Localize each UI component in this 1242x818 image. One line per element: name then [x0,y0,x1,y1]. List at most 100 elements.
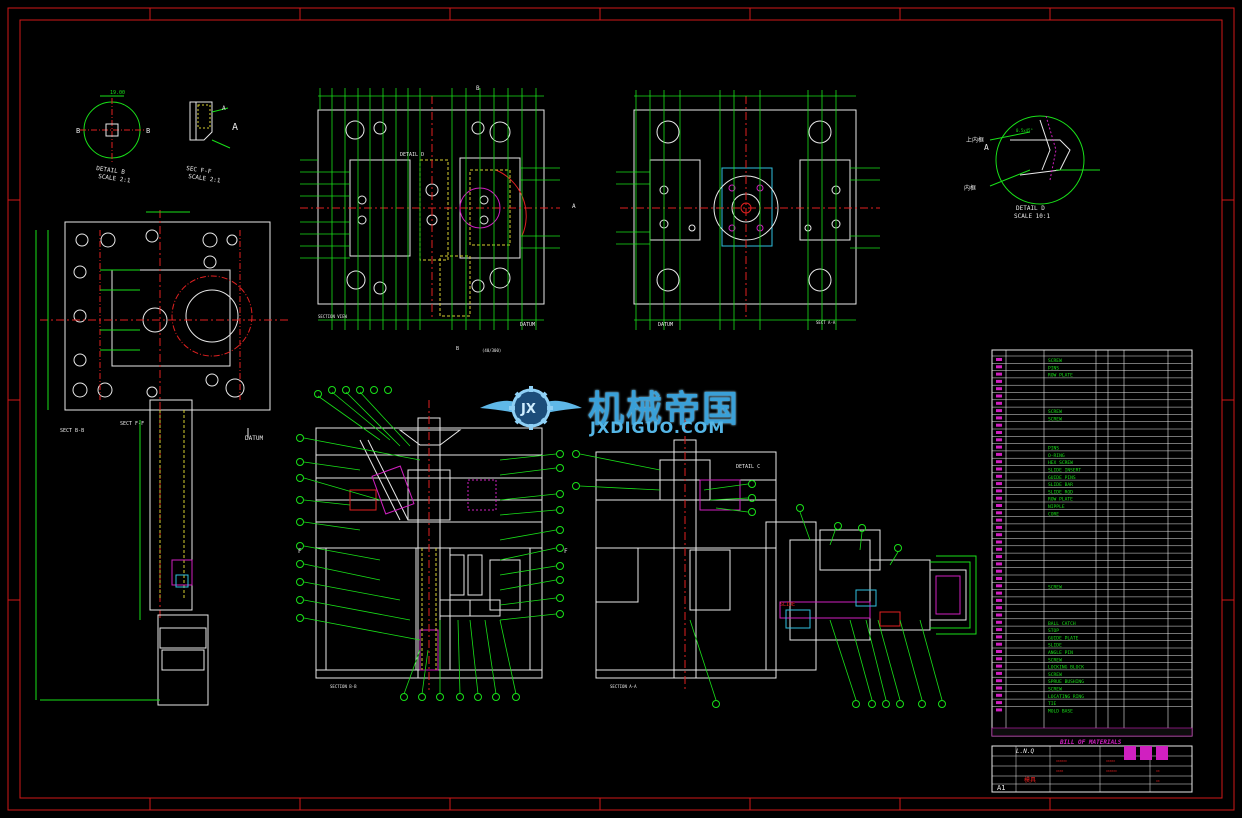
bom-item-description: GUIDE PLATE [1048,635,1079,641]
bom-row-marker [996,671,1002,675]
bom-row-marker [996,701,1002,705]
bom-row-marker [996,555,1002,559]
bom-row-marker [996,598,1002,602]
bom-item-description: CORE [1048,511,1059,517]
bom-row-marker [996,628,1002,632]
bom-row-marker [996,401,1002,405]
bom-row-marker [996,664,1002,668]
company-name: L.N.Q [1016,748,1034,755]
bom-row-marker [996,387,1002,391]
bom-row-marker [996,708,1002,712]
detail-d-scale: SCALE 10:1 [1014,213,1051,220]
bom-row-marker [996,562,1002,566]
svg-text:B: B [146,127,150,135]
svg-text:上内框: 上内框 [966,136,984,144]
bom-row-marker [996,438,1002,442]
bom-item-description: SCREW [1048,416,1062,422]
bom-item-description: SCREW [1048,584,1062,590]
section-ff-view: A A SEC F-F SCALE 2:1 [186,101,238,185]
bom-row-marker [996,365,1002,369]
svg-text:SLIDE: SLIDE [780,602,795,608]
detail-d-view: 0.5x45° 上内框 A 内框 DETAIL D SCALE 10:1 [964,115,1100,220]
bom-row-marker [996,693,1002,697]
detail-c-callout: DETAIL C [736,464,760,470]
bom-row-marker [996,358,1002,361]
bom-row-marker [996,372,1002,376]
svg-text:A: A [222,105,226,112]
bom-row-marker [996,525,1002,529]
svg-text:SECT A-A: SECT A-A [816,320,836,325]
bom-row-marker [996,650,1002,653]
datum-label-top: DATUM [520,322,535,328]
datum-label-right: DATUM [658,322,673,328]
cavity-plate-plan-view: DATUM SECT A-A [616,90,880,330]
bom-row-marker [996,423,1002,427]
section-ff-scale: SCALE 2:1 [188,173,222,185]
detail-b-label: DETAIL B [96,165,126,176]
svg-text:19.00: 19.00 [110,90,125,96]
svg-text:A: A [232,122,238,133]
bom-row-marker [996,474,1002,478]
bom-item-description: SLIDE [1048,643,1062,649]
bom-row-marker [996,394,1002,398]
bom-row-marker [996,635,1002,639]
bom-item-description: LOCATING RING [1048,694,1084,700]
sheet-size: A1 [997,784,1005,792]
bom-row-marker [996,467,1002,471]
detail-b-view: 19.00 B B DETAIL B SCALE 2:1 [76,90,150,185]
bom-title: BILL OF MATERIALS [1059,739,1122,746]
bom-row-marker [996,511,1002,515]
watermark-logo-letters: JX [520,402,536,417]
svg-text:SECTION B-B: SECTION B-B [330,684,357,689]
bom-item-description: STOP [1048,628,1059,634]
bom-row-marker [996,540,1002,544]
bom-item-description: LOCKING BLOCK [1048,665,1084,671]
svg-text:A: A [572,203,576,210]
bom-item-description: SLIDE BAR [1048,482,1073,488]
svg-text:XX: XX [1156,779,1160,783]
bom-row-marker [996,496,1002,500]
bom-row-marker [996,416,1002,420]
bom-row-marker [996,460,1002,464]
bom-row-marker [996,606,1002,610]
svg-text:XX: XX [1156,769,1160,773]
svg-text:SECTION VIEW: SECTION VIEW [318,314,347,319]
bom-item-description: ROW PLATE [1048,373,1073,379]
bom-row-marker [996,679,1002,683]
title-stamp: 模具 [1024,776,1036,784]
watermark-chinese-title: 机械帝国 [588,389,741,430]
bom-item-description: SCREW [1048,657,1062,663]
bom-row-marker [996,482,1002,486]
bom-row-marker [996,489,1002,493]
core-plate-plan-view: DETAIL D A B SECTION VIEW B (40/300) DAT… [300,85,576,353]
bom-item-description: SCREW [1048,409,1062,415]
svg-text:XXXXXX: XXXXXX [1056,759,1067,763]
mold-assembly-section-right: SLIDE DETAIL C SECTION A-A [572,420,977,708]
bom-item-description: PINS [1048,446,1059,452]
mold-assembly-section-left: F F SECTION B-B [296,386,568,701]
drawing-frame [7,7,1235,811]
bom-row-marker [996,533,1002,537]
bom-item-description: O-RING [1048,453,1065,459]
bom-item-description: ROW PLATE [1048,497,1073,503]
bom-item-description: SCREW [1048,672,1062,678]
section-ff-label: SEC F-F [186,165,212,176]
bom-row-marker [996,504,1002,507]
svg-text:0.5x45°: 0.5x45° [1016,128,1033,133]
bom-item-description: NIPPLE [1048,504,1065,510]
svg-text:B: B [456,346,459,352]
left-plan-view: SECT B-B SECT F-F DATUM [35,210,290,706]
bom-row-marker [996,547,1002,551]
bom-item-description: BALL CATCH [1048,621,1076,627]
datum-label-left: DATUM [245,435,263,442]
svg-text:F: F [564,548,568,555]
detail-d-label: DETAIL D [1016,205,1045,212]
bom-item-description: SLIDE INSERT [1048,468,1081,474]
svg-text:(40/300): (40/300) [482,348,501,353]
bom-item-description: GUIDE PINS [1048,475,1076,481]
svg-text:XXXX: XXXX [1056,769,1063,773]
bom-row-marker [996,686,1002,690]
